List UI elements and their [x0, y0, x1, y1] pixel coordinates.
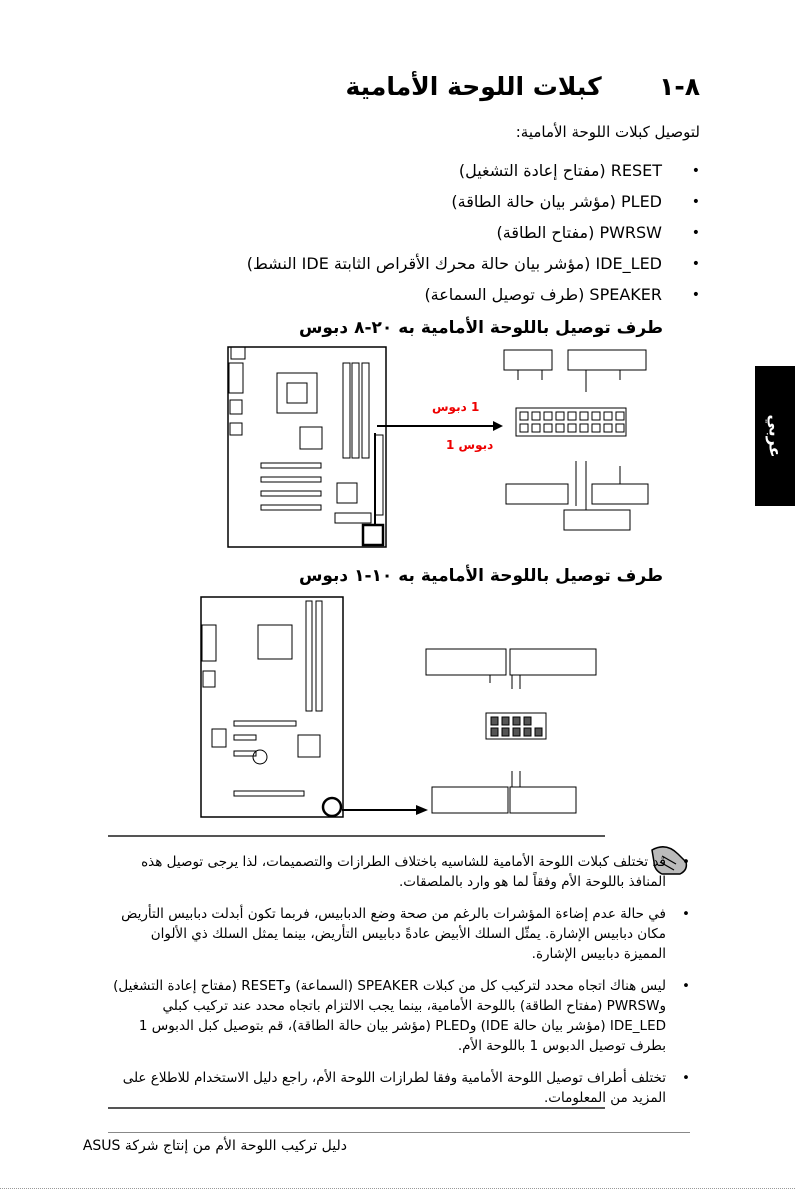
bullet-dot: • — [682, 1070, 690, 1086]
notes-list: • قد تختلف كبلات اللوحة الأمامية للشاسيه … — [110, 852, 690, 1120]
pin1-label-bottom: دبوس 1 — [446, 438, 494, 452]
notes-divider-bottom — [108, 1107, 605, 1109]
bullet-dot: • — [682, 906, 690, 922]
list-item: • IDE_LED (مؤشر بيان حالة محرك الأقراص ال… — [140, 253, 700, 284]
bullet-dot: • — [691, 163, 700, 179]
bullet-dot: • — [691, 194, 700, 210]
language-tab-label: عربي — [765, 414, 785, 458]
front-panel-10pin-header — [425, 648, 597, 814]
page-heading: ٨-١ كبلات اللوحة الأمامية — [345, 72, 700, 101]
connector-arrow-2 — [342, 805, 428, 815]
motherboard-diagram-2 — [200, 596, 344, 818]
list-item: • RESET (مفتاح إعادة التشغيل) — [140, 160, 700, 191]
note-item: • قد تختلف كبلات اللوحة الأمامية للشاسيه … — [110, 852, 690, 892]
bullet-dot: • — [691, 225, 700, 241]
page-footer: دليل تركيب اللوحة الأم من إنتاج شركة ASU… — [82, 1138, 347, 1154]
list-item: • PLED (مؤشر بيان حالة الطاقة) — [140, 191, 700, 222]
pin1-label-top: 1 دبوس — [432, 400, 480, 414]
note-text: تختلف أطراف توصيل اللوحة الأمامية وفقا ل… — [122, 1070, 666, 1106]
bullet-dot: • — [691, 287, 700, 303]
bullet-dot: • — [682, 978, 690, 994]
note-text: قد تختلف كبلات اللوحة الأمامية للشاسيه ب… — [141, 854, 666, 890]
intro-text: لتوصيل كبلات اللوحة الأمامية: — [515, 123, 700, 141]
section1-title: طرف توصيل باللوحة الأمامية به ٢٠-٨ دبوس — [298, 318, 663, 338]
list-item: • SPEAKER (طرف توصيل السماعة) — [140, 284, 700, 315]
note-item: • ليس هناك اتجاه محدد لتركيب كل من كبلات … — [110, 976, 690, 1056]
cable-list: • RESET (مفتاح إعادة التشغيل) • PLED (مؤشر… — [140, 160, 700, 315]
note-item: • تختلف أطراف توصيل اللوحة الأمامية وفقا … — [110, 1068, 690, 1108]
list-item-text: SPEAKER (طرف توصيل السماعة) — [424, 285, 662, 304]
footer-divider — [108, 1132, 690, 1133]
notes-divider-top — [108, 835, 605, 837]
bullet-dot: • — [682, 854, 690, 870]
language-tab: عربي — [755, 366, 795, 506]
connector-arrow-1 — [377, 421, 503, 431]
list-item-text: PWRSW (مفتاح الطاقة) — [496, 223, 662, 242]
list-item-text: RESET (مفتاح إعادة التشغيل) — [458, 161, 662, 180]
section2-title: طرف توصيل باللوحة الأمامية به ١٠-١ دبوس — [298, 566, 663, 586]
heading-title: كبلات اللوحة الأمامية — [345, 72, 602, 101]
bottom-dotted-line — [0, 1188, 795, 1190]
list-item-text: PLED (مؤشر بيان حالة الطاقة) — [451, 192, 662, 211]
motherboard-diagram-1 — [227, 346, 387, 548]
note-text: ليس هناك اتجاه محدد لتركيب كل من كبلات S… — [113, 978, 666, 1054]
note-text: في حالة عدم إضاءة المؤشرات بالرغم من صحة… — [121, 906, 666, 962]
bullet-dot: • — [691, 256, 700, 272]
note-hand-icon — [651, 846, 688, 875]
note-item: • في حالة عدم إضاءة المؤشرات بالرغم من صح… — [110, 904, 690, 964]
list-item-text: IDE_LED (مؤشر بيان حالة محرك الأقراص الث… — [246, 254, 662, 273]
heading-number: ٨-١ — [659, 72, 700, 101]
list-item: • PWRSW (مفتاح الطاقة) — [140, 222, 700, 253]
front-panel-20pin-header — [503, 349, 649, 531]
